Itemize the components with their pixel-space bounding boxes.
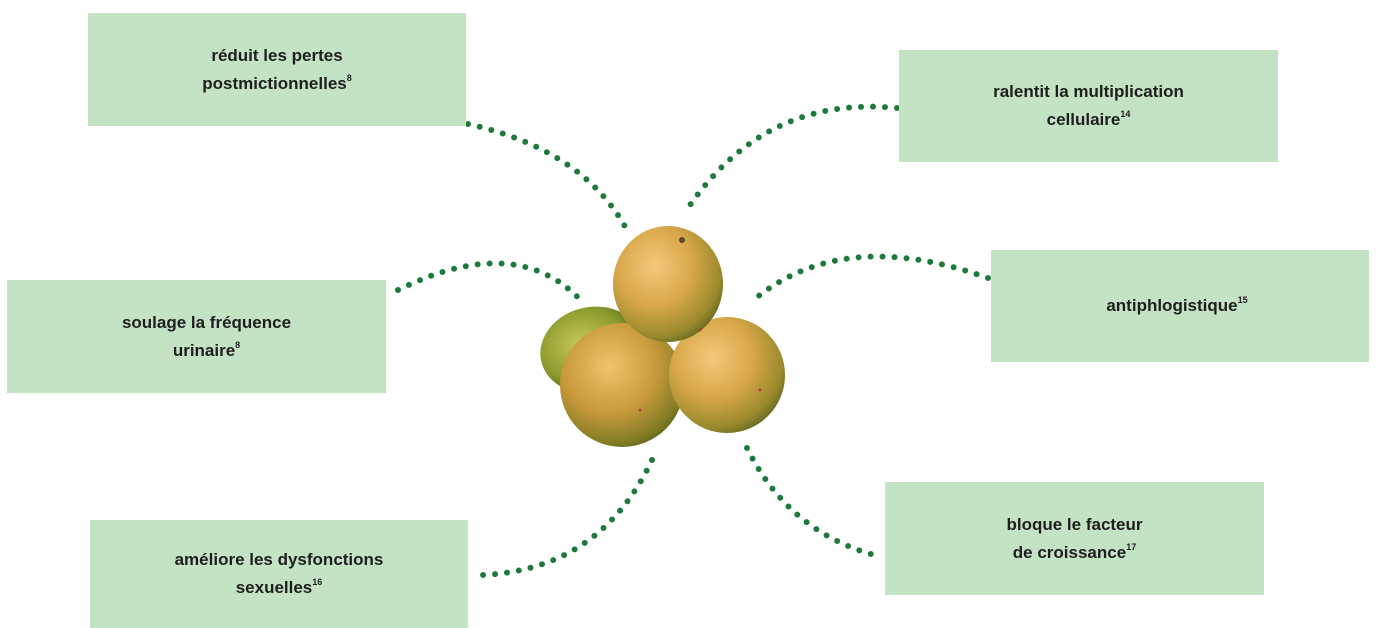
reference-number: 16 [312, 577, 323, 588]
reference-number: 17 [1126, 541, 1137, 552]
connector-top-left [465, 121, 631, 235]
benefit-box-top-right: ralentit la multiplication cellulaire14 [899, 50, 1278, 162]
benefit-text-line1: soulage la fréquence [121, 312, 292, 332]
benefit-text-line2: sexuelles [235, 578, 313, 597]
connector-top-right [685, 103, 900, 211]
benefit-box-top-left: réduit les pertes postmictionnelles8 [88, 13, 466, 126]
benefit-box-bottom-left: améliore les dysfonctions sexuelles16 [90, 520, 468, 628]
connector-middle-right [747, 253, 991, 306]
benefit-text-line1: améliore les dysfonctions [174, 550, 384, 569]
connector-middle-left [395, 260, 588, 308]
benefit-box-bottom-right: bloque le facteur de croissance17 [885, 482, 1264, 595]
benefit-text-line1: réduit les pertes [211, 45, 343, 65]
fruit-pile-image [540, 226, 785, 447]
reference-number: 15 [1237, 295, 1248, 306]
connector-bottom-right [744, 445, 885, 560]
benefit-text-line1: antiphlogistique [1106, 296, 1238, 315]
benefit-text-line1: bloque le facteur [1006, 514, 1143, 534]
benefit-text-line1: ralentit la multiplication [993, 82, 1184, 101]
reference-number: 14 [1120, 109, 1131, 120]
benefit-text-line2: cellulaire [1046, 110, 1121, 129]
connector-bottom-left [479, 457, 655, 578]
benefit-text-line2: de croissance [1012, 542, 1127, 562]
benefit-text-line2: urinaire [172, 340, 236, 360]
reference-number: 8 [346, 72, 352, 83]
benefit-box-middle-right: antiphlogistique15 [991, 250, 1369, 362]
benefit-box-middle-left: soulage la fréquence urinaire8 [7, 280, 386, 393]
reference-number: 8 [235, 339, 241, 350]
benefit-text-line2: postmictionnelles [202, 73, 347, 93]
